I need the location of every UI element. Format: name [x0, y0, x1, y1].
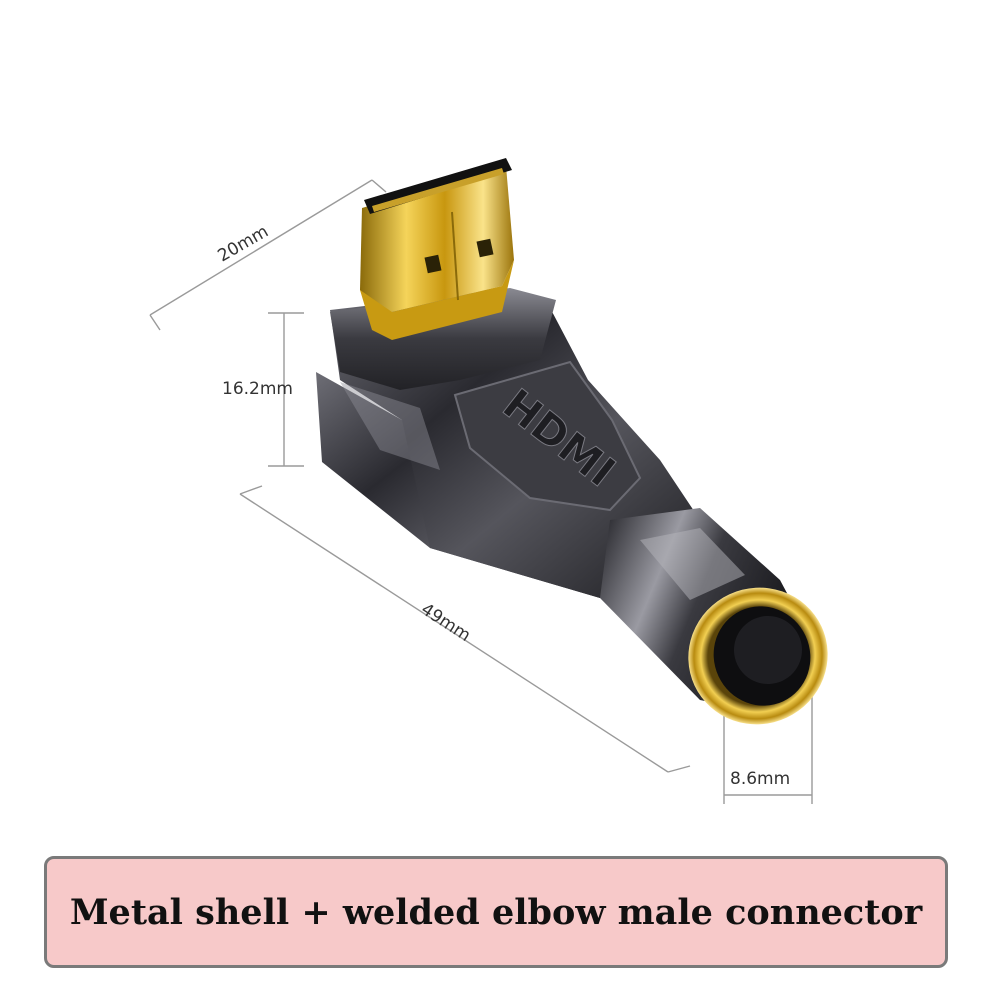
hdmi-connector-image: HDMI	[316, 158, 828, 725]
gold-ring	[688, 587, 828, 725]
diameter-label: 8.6mm	[730, 769, 790, 789]
dimension-16-2mm: 16.2mm	[222, 312, 304, 467]
width-label: 20mm	[215, 222, 272, 267]
caption-text: Metal shell + welded elbow male connecto…	[69, 891, 923, 933]
hdmi-plug	[360, 158, 514, 340]
length-label: 49mm	[417, 599, 474, 646]
height-label: 16.2mm	[222, 379, 293, 399]
caption-banner: Metal shell + welded elbow male connecto…	[44, 856, 948, 968]
dimension-8-6mm: 8.6mm	[723, 690, 813, 804]
dimension-20mm: 20mm	[149, 179, 387, 331]
